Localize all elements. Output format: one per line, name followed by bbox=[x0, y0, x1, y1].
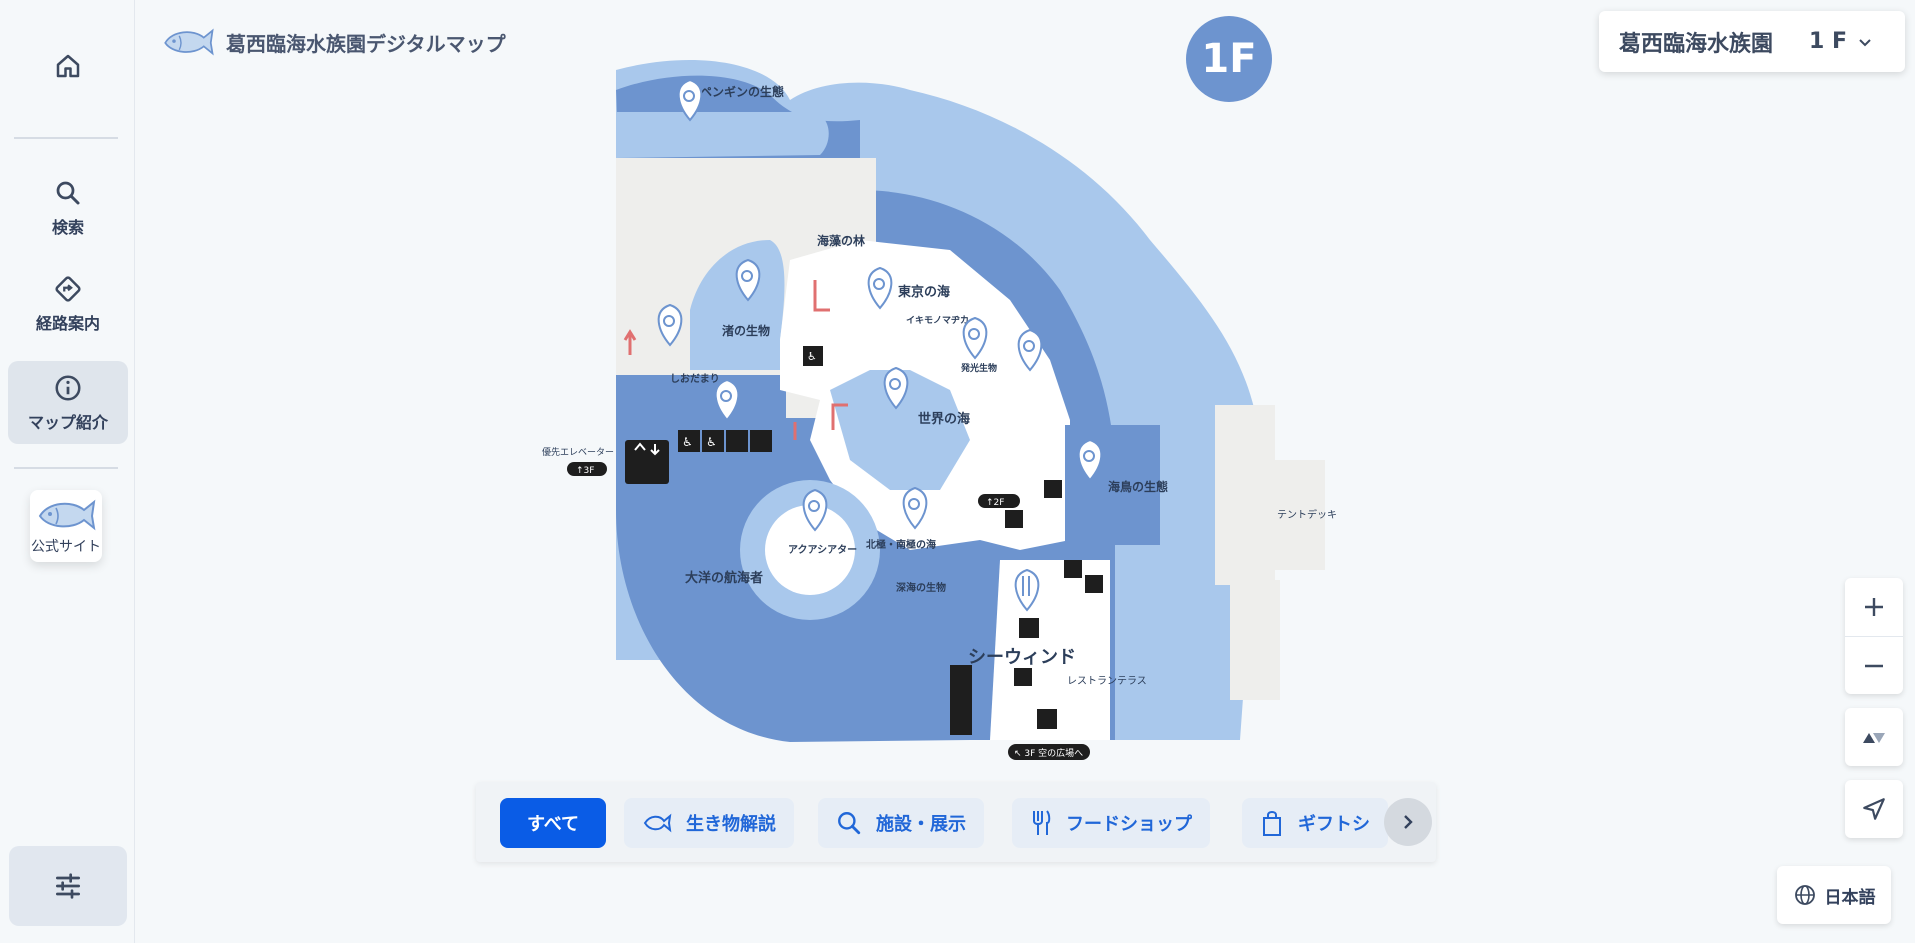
map-label-shore: 渚の生物 bbox=[722, 323, 770, 338]
map-label-aqua-theater: アクアシアター bbox=[788, 544, 857, 556]
chip-label: 施設・展示 bbox=[876, 814, 966, 835]
zoom-controls bbox=[1845, 578, 1903, 694]
seawind-building bbox=[990, 560, 1110, 740]
tilt-button[interactable] bbox=[1845, 708, 1903, 766]
map-label-penguin: ペンギンの生態 bbox=[700, 84, 784, 99]
penguin-pool bbox=[616, 112, 829, 158]
official-site-label: 公式サイト bbox=[31, 539, 101, 555]
minus-icon bbox=[1865, 664, 1883, 667]
elevator-3f-badge bbox=[567, 462, 607, 476]
home-button[interactable] bbox=[8, 36, 128, 96]
terrace-land bbox=[1230, 580, 1280, 700]
map-label-seabird: 海鳥の生態 bbox=[1108, 479, 1168, 494]
sliders-icon bbox=[56, 873, 80, 899]
floor-value: 1 F bbox=[1809, 29, 1848, 54]
map-label-sea-wind: シーウィンド bbox=[968, 647, 1076, 668]
globe-icon bbox=[1794, 885, 1815, 905]
chip-label: フードショップ bbox=[1066, 814, 1192, 835]
sidebar-divider bbox=[14, 137, 118, 139]
settings-button[interactable] bbox=[9, 846, 127, 926]
tent-deck-ext bbox=[1275, 460, 1325, 570]
map-label-glow: 発光生物 bbox=[960, 362, 997, 374]
compass-icon bbox=[1863, 733, 1885, 743]
to-3f-plaza-badge bbox=[1008, 744, 1090, 760]
chevron-right-icon bbox=[1404, 815, 1413, 829]
aqua-theater-center bbox=[765, 505, 855, 595]
map-label-kelp: 海藻の林 bbox=[817, 233, 865, 248]
category-food-chip[interactable]: フードショップ bbox=[1012, 798, 1210, 848]
elevator-3f-label: ↑3F bbox=[576, 466, 594, 476]
info-icon bbox=[55, 375, 81, 400]
category-creatures-chip[interactable]: 生き物解説 bbox=[624, 798, 794, 848]
sidebar-divider bbox=[14, 467, 118, 469]
sidebar-item-map-intro[interactable]: マップ紹介 bbox=[8, 361, 128, 444]
fish-logo-icon bbox=[38, 499, 96, 531]
map-label-tent-deck: テントデッキ bbox=[1277, 508, 1337, 521]
sidebar-item-search[interactable]: 検索 bbox=[8, 168, 128, 248]
tent-deck bbox=[1215, 405, 1275, 585]
facility-name: 葛西臨海水族園 bbox=[1619, 31, 1774, 57]
svg-text:♿: ♿ bbox=[807, 350, 817, 363]
floor-selector[interactable]: 葛西臨海水族園 1 F bbox=[1599, 11, 1905, 72]
map-label-restaurant-terrace: レストランテラス bbox=[1067, 675, 1147, 687]
search-icon bbox=[838, 812, 861, 835]
floor-map[interactable]: ペンギンの生態 海藻の林 東京の海 渚の生物 しおだまり 世界の海 海鳥の生態 … bbox=[530, 40, 1340, 760]
to-3f-plaza-label: ↖ 3F 空の広場へ bbox=[1014, 747, 1083, 759]
language-button[interactable]: 日本語 bbox=[1777, 866, 1891, 924]
sidebar: 検索 経路案内 マップ紹介 公式サイト bbox=[0, 0, 135, 943]
sidebar-item-route[interactable]: 経路案内 bbox=[8, 264, 128, 344]
home-icon bbox=[56, 54, 80, 78]
navigation-arrow-icon bbox=[1863, 798, 1885, 820]
locate-button[interactable] bbox=[1845, 780, 1903, 838]
app-title: 葛西臨海水族園デジタルマップ bbox=[226, 31, 506, 56]
sidebar-item-label: 検索 bbox=[51, 218, 84, 237]
map-label-deep-sea: 深海の生物 bbox=[896, 581, 946, 594]
official-site-link[interactable]: 公式サイト bbox=[30, 490, 102, 562]
chevron-down-icon bbox=[1859, 38, 1871, 46]
search-pins[interactable] bbox=[657, 78, 1103, 612]
app-brand: 葛西臨海水族園デジタルマップ bbox=[160, 25, 506, 59]
to-2f-badge bbox=[978, 494, 1020, 508]
direction-arrows bbox=[623, 280, 848, 440]
facility-icons: ♿ ♿ ♿ bbox=[678, 346, 1103, 735]
plus-icon bbox=[1865, 598, 1883, 616]
chip-label: ギフトシ bbox=[1298, 814, 1370, 835]
tidepool-area bbox=[616, 375, 786, 420]
map-label-elevator: 優先エレベーター bbox=[542, 446, 614, 458]
category-bar: すべて 生き物解説 施設・展示 フードショップ ギフトシ bbox=[476, 782, 1436, 862]
svg-text:♿: ♿ bbox=[706, 435, 717, 449]
svg-text:♿: ♿ bbox=[682, 435, 693, 449]
map-label-tidepool: しおだまり bbox=[670, 373, 720, 385]
map-label-tokyo-sea: 東京の海 bbox=[898, 284, 950, 300]
restaurant-icon bbox=[1033, 810, 1051, 835]
sidebar-item-label: 経路案内 bbox=[35, 314, 100, 333]
gift-bag-icon bbox=[1263, 811, 1281, 836]
map-label-world-sea: 世界の海 bbox=[918, 411, 970, 427]
chip-label: すべて bbox=[526, 814, 580, 835]
floor-badge: 1F bbox=[1186, 16, 1272, 102]
route-icon bbox=[55, 276, 81, 302]
map-label-ocean: 大洋の航海者 bbox=[685, 570, 763, 586]
fish-logo-icon bbox=[164, 28, 214, 56]
elevator-icon[interactable] bbox=[625, 440, 669, 484]
sidebar-item-label: マップ紹介 bbox=[27, 412, 108, 432]
category-facilities-chip[interactable]: 施設・展示 bbox=[818, 798, 984, 848]
fish-icon bbox=[643, 813, 672, 833]
zoom-out-button[interactable] bbox=[1845, 636, 1903, 694]
category-next-button[interactable] bbox=[1384, 798, 1432, 846]
map-canvas[interactable]: ペンギンの生態 海藻の林 東京の海 渚の生物 しおだまり 世界の海 海鳥の生態 … bbox=[530, 40, 1340, 760]
category-gift-chip[interactable]: ギフトシ bbox=[1242, 798, 1388, 848]
map-label-north-south: 北極・南極の海 bbox=[866, 538, 936, 551]
to-2f-label: ↑2F bbox=[986, 498, 1004, 508]
world-sea-pool bbox=[830, 370, 970, 490]
language-label: 日本語 bbox=[1824, 887, 1876, 908]
chip-label: 生き物解説 bbox=[686, 814, 776, 835]
map-label-iso: イキモノマヂカ bbox=[906, 315, 969, 326]
search-icon bbox=[56, 181, 80, 205]
shore-pool bbox=[690, 240, 790, 370]
zoom-in-button[interactable] bbox=[1845, 578, 1903, 636]
category-all-chip[interactable]: すべて bbox=[500, 798, 606, 848]
